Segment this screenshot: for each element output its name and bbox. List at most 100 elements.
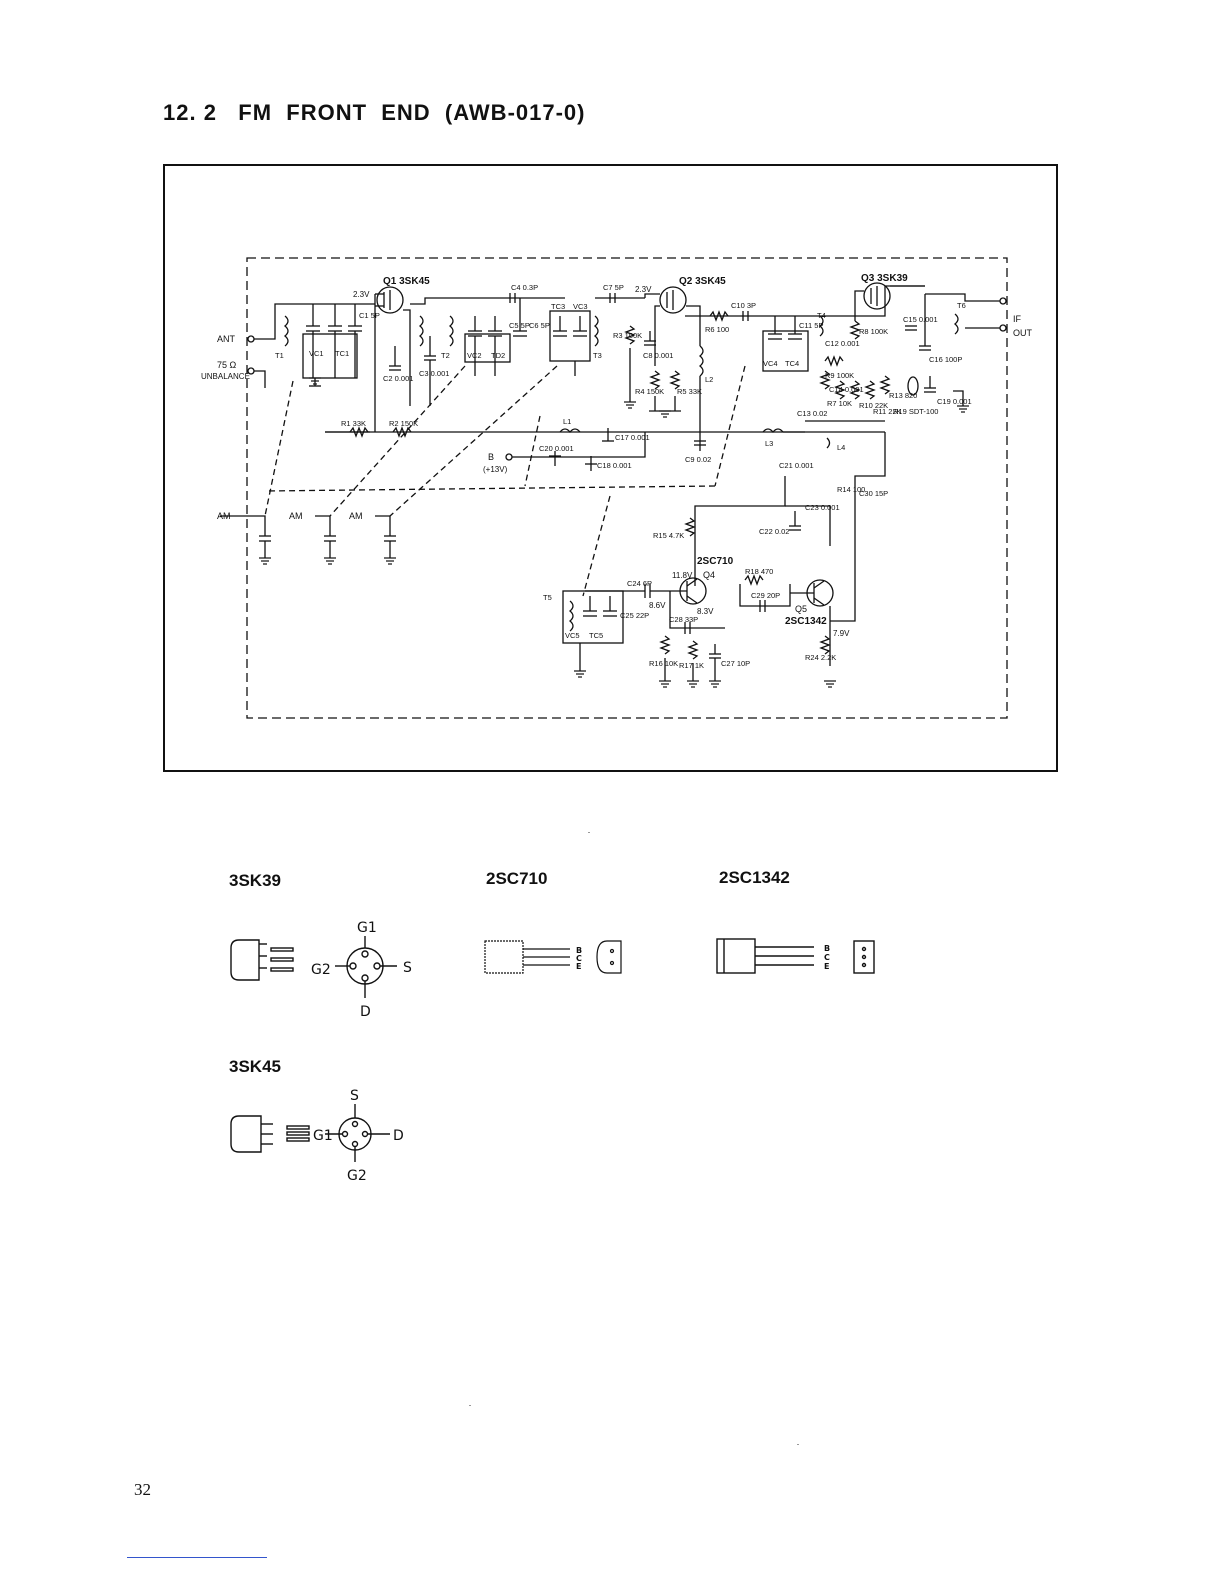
c3-label: C3 0.001 — [419, 369, 449, 378]
r7-label: R7 10K — [827, 399, 852, 408]
c16-label: C16 100P — [929, 355, 962, 364]
q4-base-voltage: 8.6V — [649, 601, 666, 610]
c21-label: C21 0.001 — [779, 461, 814, 470]
2sc1342-b-pin: B — [824, 944, 830, 953]
r11-label: R11 22K — [873, 407, 902, 416]
page-title: 12. 2 FM FRONT END (AWB-017-0) — [163, 100, 586, 125]
scan-speck — [588, 832, 590, 833]
c18-label: C18 0.001 — [597, 461, 632, 470]
3sk39-d-pin: D — [360, 1004, 371, 1020]
r18-label: R18 470 — [745, 567, 773, 576]
c24-label: C24 6P — [627, 579, 652, 588]
3sk45-g1-pin: G1 — [313, 1128, 333, 1144]
q4-emitter-voltage: 8.3V — [697, 607, 714, 616]
r10-label: R10 22K — [859, 401, 888, 410]
c23-label: C23 0.001 — [805, 503, 840, 512]
vc1-label: VC1 — [309, 349, 324, 358]
c1-label: C1 5P — [359, 311, 380, 320]
c27-label: C27 10P — [721, 659, 750, 668]
r8-label: R8 100K — [859, 327, 888, 336]
2sc710-b-pin: B — [576, 946, 582, 955]
r16-label: R16 10K — [649, 659, 678, 668]
r19-label: R19 SDT-100 — [893, 407, 938, 416]
3sk39-g2-pin: G2 — [311, 962, 331, 978]
r17-label: R17 1K — [679, 661, 704, 670]
am-terminal-label-3: AM — [349, 511, 363, 521]
c9-label: C9 0.02 — [685, 455, 711, 464]
tc1-label: TC1 — [335, 349, 349, 358]
pinout-3sk39-label: 3SK39 — [229, 871, 281, 890]
q1-label: Q1 3SK45 — [383, 276, 430, 287]
r4-label: R4 150K — [635, 387, 664, 396]
t6-label: T6 — [957, 301, 966, 310]
tc3-label: TC3 — [551, 302, 565, 311]
fm-front-end-schematic: ANT 75 Ω UNBALANCE AM AM AM B (+13V) IF … — [201, 257, 1033, 719]
c30-label: C30 15P — [859, 489, 888, 498]
pinout-2sc1342-diagram: B C E — [716, 938, 875, 974]
q4-type-label: 2SC710 — [697, 556, 734, 567]
c11-label: C11 5P — [799, 321, 823, 330]
pinout-3sk45-diagram: S G1 D G2 — [230, 1088, 404, 1184]
q5-type-label: 2SC1342 — [785, 616, 827, 627]
unbalance-label: UNBALANCE — [201, 372, 250, 381]
q3-label: Q3 3SK39 — [861, 273, 908, 284]
3sk45-g2-pin: G2 — [347, 1168, 367, 1184]
q2-voltage: 2.3V — [635, 285, 652, 294]
out-label: OUT — [1013, 328, 1033, 338]
schematic-frame: ANT 75 Ω UNBALANCE AM AM AM B (+13V) IF … — [163, 164, 1058, 772]
c25-label: C25 22P — [620, 611, 649, 620]
page-number: 32 — [134, 1480, 151, 1499]
r24-label: R24 2.2K — [805, 653, 836, 662]
c13-label: C13 0.02 — [797, 409, 827, 418]
c19-label: C19 0.001 — [937, 397, 972, 406]
am-terminal-label: AM — [217, 511, 231, 521]
t1-label: T1 — [275, 351, 284, 360]
l1-label: L1 — [563, 417, 571, 426]
r1-label: R1 33K — [341, 419, 366, 428]
scan-speck — [469, 1405, 471, 1406]
c29-label: C29 20P — [751, 591, 780, 600]
r15-label: R15 4.7K — [653, 531, 684, 540]
l2-label: L2 — [705, 375, 713, 384]
c12-label: C12 0.001 — [825, 339, 860, 348]
c28-label: C28 33P — [669, 615, 698, 624]
l4-label: L4 — [837, 443, 845, 452]
q5-emitter-voltage: 7.9V — [833, 629, 850, 638]
pinout-2sc710-label: 2SC710 — [486, 869, 548, 888]
2sc1342-c-pin: C — [824, 953, 830, 962]
t2-label: T2 — [441, 351, 450, 360]
shield-outline — [246, 257, 1008, 719]
r6-label: R6 100 — [705, 325, 729, 334]
ground-symbols — [259, 377, 969, 688]
r3-label: R3 100K — [613, 331, 642, 340]
footer-rule — [127, 1557, 267, 1558]
3sk39-g1-pin: G1 — [357, 920, 377, 936]
q5-label: Q5 — [795, 604, 807, 614]
q2-label: Q2 3SK45 — [679, 276, 726, 287]
l3-label: L3 — [765, 439, 773, 448]
r14-label: R14 100 — [837, 485, 865, 494]
vc5-label: VC5 — [565, 631, 580, 640]
c6-label: C6 5P — [529, 321, 550, 330]
r2-label: R2 150K — [389, 419, 418, 428]
pinout-3sk45-label: 3SK45 — [229, 1057, 281, 1076]
if-label: IF — [1013, 314, 1022, 324]
tc2-label: TD2 — [491, 351, 505, 360]
c14-label: C14 0.001 — [829, 385, 864, 394]
r9-label: R9 100K — [825, 371, 854, 380]
c15-label: C15 0.001 — [903, 315, 938, 324]
r5-label: R5 33K — [677, 387, 702, 396]
3sk39-s-pin: S — [403, 960, 412, 976]
q4-collector-voltage: 11.8V — [672, 571, 693, 580]
c20-label: C20 0.001 — [539, 444, 574, 453]
c2-label: C2 0.001 — [383, 374, 413, 383]
vc3-label: VC3 — [573, 302, 588, 311]
vc4-label: VC4 — [763, 359, 778, 368]
2sc1342-e-pin: E — [824, 962, 829, 971]
am-terminal-label-2: AM — [289, 511, 303, 521]
pinout-2sc1342-label: 2SC1342 — [719, 868, 790, 887]
c7-label: C7 5P — [603, 283, 624, 292]
t3-label: T3 — [593, 351, 602, 360]
impedance-label: 75 Ω — [217, 360, 237, 370]
vc2-label: VC2 — [467, 351, 482, 360]
